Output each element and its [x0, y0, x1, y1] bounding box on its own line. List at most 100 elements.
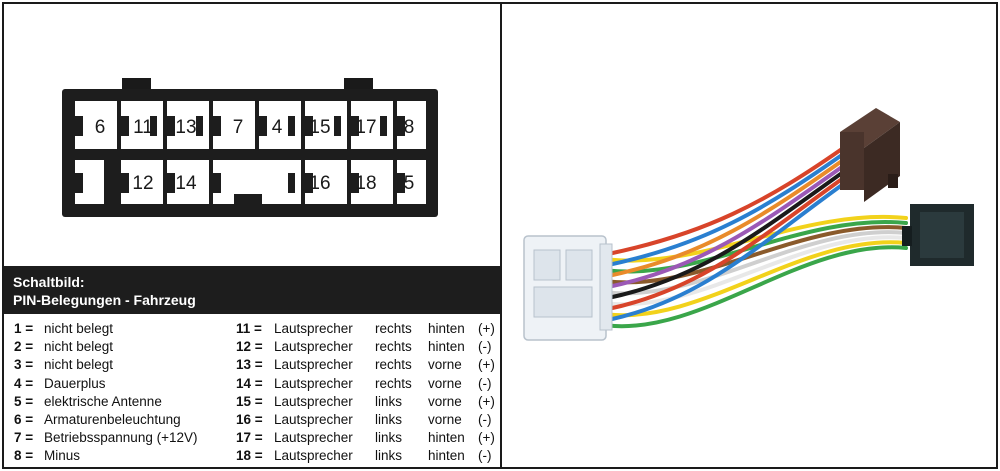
vehicle-connector — [523, 235, 613, 341]
pin-position: vorne — [428, 393, 462, 409]
pin-description: Lautsprecher — [274, 375, 353, 391]
pin-number: 5 = — [14, 393, 34, 409]
wire-bundle — [606, 142, 908, 329]
pin-description: nicht belegt — [44, 339, 114, 355]
pin-description: Lautsprecher — [274, 430, 353, 446]
pin-number: 3 = — [14, 357, 34, 373]
pin-polarity: (-) — [478, 448, 492, 464]
list-item: 5 = elektrische Antenne 15 = Lautspreche… — [4, 393, 500, 411]
wire — [606, 148, 851, 267]
pin-label: 18 — [355, 173, 376, 194]
pin-number: 17 = — [236, 430, 263, 446]
wire — [606, 225, 908, 285]
pin-position: vorne — [428, 411, 462, 427]
pinout-panel: 6 11 13 7 4 15 17 8 12 14 16 18 5 Schalt… — [4, 4, 502, 467]
pin-description: Dauerplus — [44, 375, 106, 391]
connector-tab-right — [344, 78, 373, 92]
pin-description: Armaturenbeleuchtung — [44, 411, 181, 427]
pin-position: hinten — [428, 321, 465, 336]
pin-polarity: (-) — [478, 339, 492, 355]
pin-side: links — [375, 430, 403, 446]
pin-description: Lautsprecher — [274, 393, 353, 409]
wire — [606, 166, 851, 300]
wire — [606, 230, 908, 296]
pin-number: 1 = — [14, 321, 34, 336]
pin-description: Lautsprecher — [274, 411, 353, 427]
pin-number: 8 = — [14, 448, 34, 464]
pin-number: 12 = — [236, 339, 263, 355]
pin-number: 16 = — [236, 411, 263, 427]
wire — [606, 214, 908, 263]
pin-label: 4 — [272, 117, 283, 138]
pin-description: Minus — [44, 448, 81, 464]
pin-label: 16 — [309, 173, 330, 194]
pin-side: rechts — [375, 321, 412, 336]
top-row-latches — [75, 116, 405, 136]
wire — [606, 235, 908, 307]
pin-description: Lautsprecher — [274, 339, 353, 355]
pin-label: 15 — [309, 117, 330, 138]
pin-polarity: (-) — [478, 375, 492, 391]
pin-description: Lautsprecher — [274, 357, 353, 373]
pin-number: 18 = — [236, 448, 263, 464]
connector-diagram: 6 11 13 7 4 15 17 8 12 14 16 18 5 — [62, 78, 438, 217]
wire — [606, 154, 851, 278]
iso-connector-black — [902, 204, 974, 266]
pin-description: Lautsprecher — [274, 448, 353, 464]
pin-polarity: (+) — [478, 321, 495, 336]
pin-label: 12 — [132, 173, 153, 194]
pin-position: hinten — [428, 339, 465, 355]
wire — [606, 240, 908, 318]
pin-label: 5 — [404, 173, 415, 194]
adapter-photo-panel — [504, 4, 996, 467]
iso-connector-brown — [840, 108, 900, 202]
pin-side: rechts — [375, 375, 412, 391]
wire — [606, 245, 908, 329]
pin-polarity: (+) — [478, 430, 495, 446]
pin-position: hinten — [428, 430, 465, 446]
list-item: 3 = nicht belegt 13 = Lautsprecher recht… — [4, 356, 500, 374]
pin-polarity: (+) — [478, 357, 495, 373]
pin-description: elektrische Antenne — [44, 393, 162, 409]
pin-label: 11 — [133, 117, 153, 138]
pin-label: 14 — [175, 173, 197, 194]
list-item: 6 = Armaturenbeleuchtung 16 = Lautsprech… — [4, 411, 500, 429]
list-item: 2 = nicht belegt 12 = Lautsprecher recht… — [4, 338, 500, 356]
pin-number: 13 = — [236, 357, 263, 373]
pin-label: 8 — [404, 117, 415, 138]
pin-position: vorne — [428, 375, 462, 391]
pin-position: vorne — [428, 357, 462, 373]
pin-polarity: (-) — [478, 411, 492, 427]
pin-number: 6 = — [14, 411, 34, 427]
pin-side: links — [375, 411, 403, 427]
bottom-row-cells — [75, 160, 426, 204]
pin-label: 6 — [95, 117, 106, 138]
pin-number: 15 = — [236, 393, 263, 409]
pin-position: hinten — [428, 448, 465, 464]
pin-description: nicht belegt — [44, 357, 114, 373]
pin-assignment-list: 1 = nicht belegt 11 = Lautsprecher recht… — [4, 320, 500, 466]
list-item: 4 = Dauerplus 14 = Lautsprecher rechts v… — [4, 375, 500, 393]
wire — [606, 178, 851, 322]
pin-polarity: (+) — [478, 393, 495, 409]
connector-tab-left — [122, 78, 151, 92]
pin-description: nicht belegt — [44, 321, 114, 336]
pin-side: rechts — [375, 339, 412, 355]
header-subtitle: PIN-Belegungen - Fahrzeug — [13, 292, 196, 308]
wire — [606, 172, 851, 311]
pin-label: 7 — [233, 117, 244, 138]
section-header: Schaltbild: PIN-Belegungen - Fahrzeug — [4, 266, 500, 314]
list-item: 7 = Betriebsspannung (+12V) 17 = Lautspr… — [4, 429, 500, 447]
pin-description: Lautsprecher — [274, 321, 353, 336]
list-item: 1 = nicht belegt 11 = Lautsprecher recht… — [4, 320, 500, 338]
bottom-row-latches — [75, 173, 405, 204]
header-title: Schaltbild: — [13, 274, 85, 290]
pin-side: links — [375, 448, 403, 464]
pin-number: 2 = — [14, 339, 34, 355]
pin-side: rechts — [375, 357, 412, 373]
adapter-cable-image — [523, 108, 974, 341]
pin-description: Betriebsspannung (+12V) — [44, 430, 198, 446]
pin-label: 13 — [175, 117, 196, 138]
wire — [606, 160, 851, 289]
